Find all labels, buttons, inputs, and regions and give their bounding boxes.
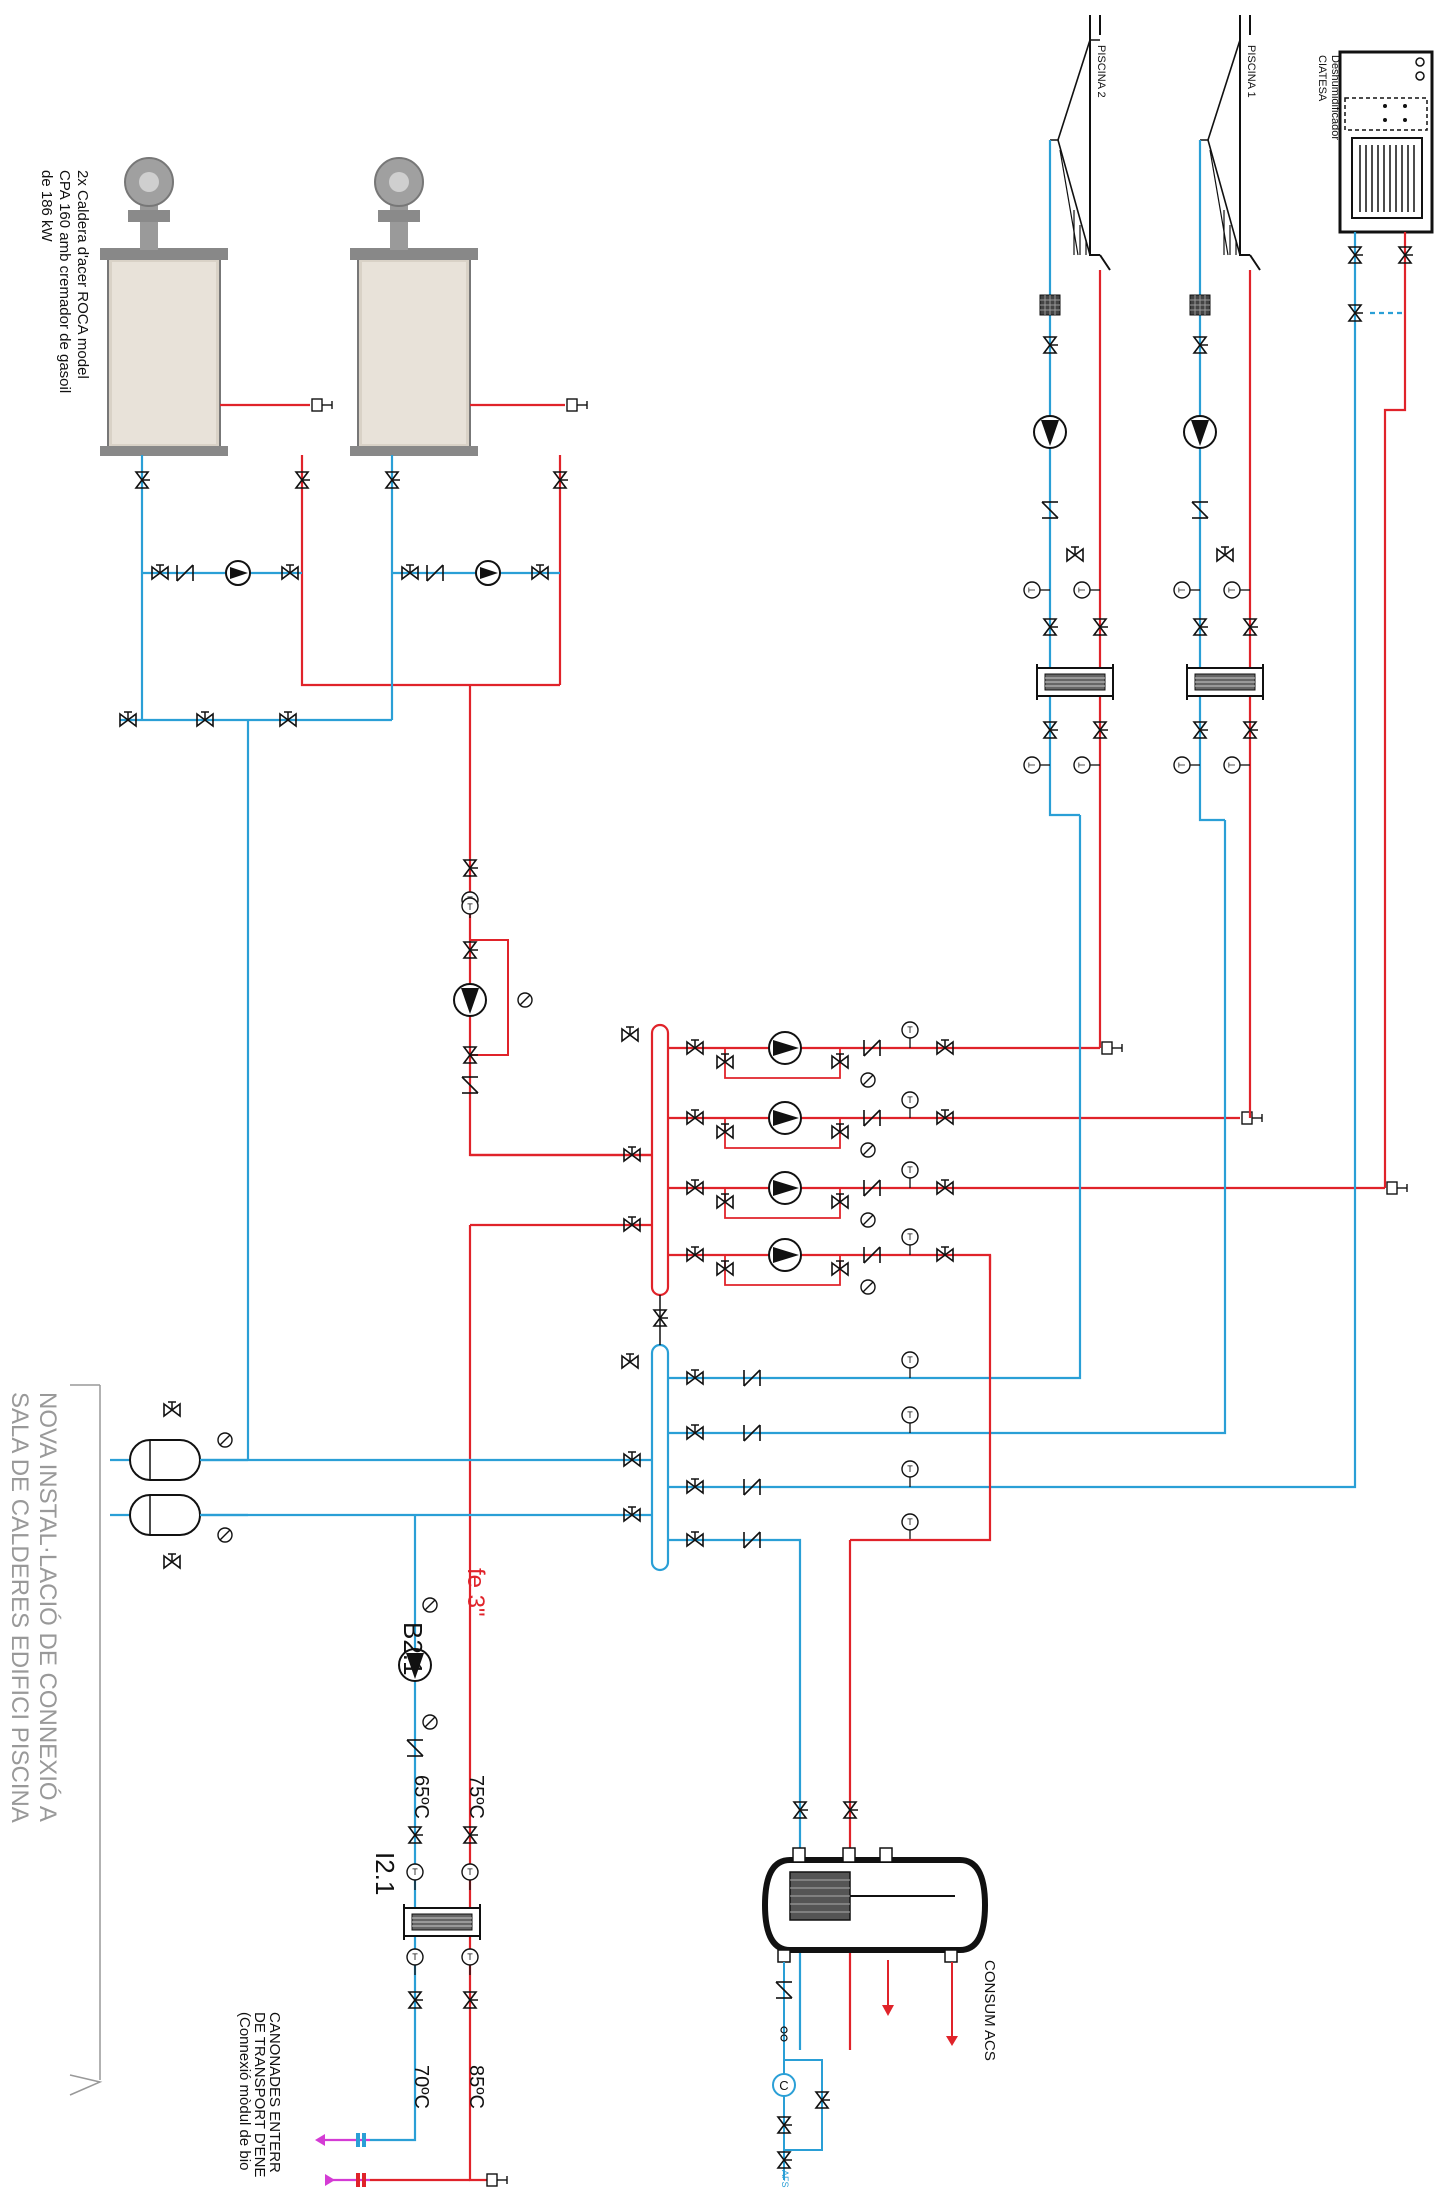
acs-consumption-label: CONSUM ACS xyxy=(981,1960,998,2061)
boiler-2 xyxy=(350,157,478,456)
supply-collector xyxy=(650,1023,670,1297)
temp-85-label: 85ºC xyxy=(465,2065,487,2109)
expansion-vessel-2 xyxy=(129,1494,233,1569)
burner-icon xyxy=(374,157,424,250)
thermometer-icon xyxy=(461,897,479,915)
boiler-description-line-2: CPA 160 amb cremador de gasoil xyxy=(56,170,73,393)
dehumidifier-unit xyxy=(1338,50,1434,234)
district-return-pipe xyxy=(370,1515,417,2142)
title-line-2: SALA DE CALDERES EDIFICI PISCINA xyxy=(6,1392,33,1823)
title-line-1: NOVA INSTAL·LACIÓ DE CONNEXIÓ A xyxy=(34,1392,61,1822)
supply-circuits xyxy=(470,1046,1385,1270)
note-line-2: DE TRANSPORT D'ENE xyxy=(251,2012,268,2177)
boiler-description-line-1: 2x Caldera d'acer ROCA model xyxy=(74,170,91,379)
return-circuits xyxy=(110,305,1357,2050)
thermometer-symbol: T xyxy=(467,902,473,912)
pool-1 xyxy=(1200,15,1261,271)
temp-65-label: 65ºC xyxy=(410,1775,432,1819)
heat-exchanger-i21 xyxy=(403,1903,481,1941)
boiler-piping xyxy=(120,403,630,1460)
burner-icon xyxy=(124,157,174,250)
boiler-description-line-3: de 186 kW xyxy=(38,170,55,243)
expansion-vessel-1 xyxy=(129,1401,233,1481)
note-line-3: (Connexió mòdul de bio xyxy=(236,2012,253,2170)
water-meter-icon: C xyxy=(772,2073,796,2097)
pool-1-label: PISCINA 1 xyxy=(1245,45,1257,98)
exchanger-i21-label: I2.1 xyxy=(370,1852,400,1895)
temp-70-label: 70ºC xyxy=(410,2065,432,2109)
boiler-1 xyxy=(100,157,228,456)
return-collector xyxy=(650,1343,670,1572)
water-meter-symbol: C xyxy=(779,2078,788,2093)
pool-2-label: PISCINA 2 xyxy=(1095,45,1107,98)
afs-label: AFS xyxy=(780,2170,790,2188)
pool-2 xyxy=(1050,15,1111,271)
dehumidifier-label-2: CIATESA xyxy=(1316,55,1328,102)
temp-75-label: 75ºC xyxy=(465,1775,487,1819)
dehumidifier-label-1: Deshumidificador xyxy=(1329,55,1341,140)
pipe-size-label: fe 3" xyxy=(462,1568,489,1617)
note-line-1: CANONADES ENTERR xyxy=(266,2012,283,2173)
district-supply-pipe xyxy=(468,1225,488,2182)
dhw-tank xyxy=(761,1847,989,1963)
pump-b21-label: B2.1 xyxy=(398,1622,428,1676)
